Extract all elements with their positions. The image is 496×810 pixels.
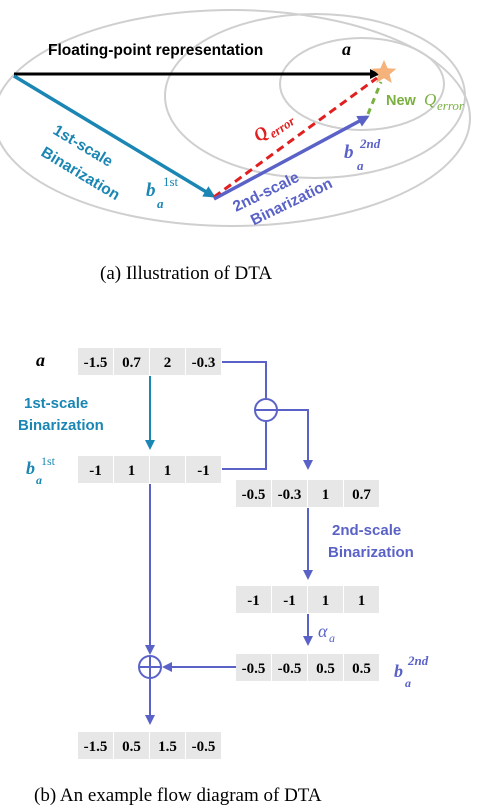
table-cell: -1.5 (84, 739, 108, 755)
row-output: -1.5 0.5 1.5 -0.5 (78, 732, 221, 759)
contour-ellipse-inner (279, 37, 445, 131)
table-cell: 0.5 (316, 661, 335, 677)
float-label: Floating-point representation (48, 42, 263, 59)
row-a-symbol: a (36, 350, 45, 370)
table-cell: 0.7 (122, 355, 141, 371)
b-second-math: b a 2nd (344, 136, 381, 173)
svg-text:error: error (266, 113, 298, 141)
new-q-error-math: New Q error (386, 90, 465, 113)
table-cell: -1 (283, 593, 296, 609)
svg-text:a: a (329, 631, 335, 645)
q-error-dashed-line (213, 76, 378, 199)
svg-text:Q: Q (250, 122, 272, 146)
first-scale-arrow (13, 74, 216, 198)
contour-ellipse-outer (0, 9, 471, 227)
table-cell: -1 (247, 593, 260, 609)
second-scale-arrow (213, 115, 370, 201)
table-cell: -1 (197, 463, 210, 479)
first-scale-label-line1: 1st-scale (24, 395, 88, 412)
row-a: -1.5 0.7 2 -0.3 (78, 348, 221, 375)
table-cell: 1.5 (158, 739, 177, 755)
b-second-math: b a 2nd (394, 653, 429, 690)
new-q-error-dashed-line (366, 81, 383, 115)
table-cell: -1 (89, 463, 102, 479)
svg-text:2nd: 2nd (407, 653, 429, 668)
svg-text:New: New (386, 93, 417, 109)
table-cell: 1 (164, 463, 172, 479)
table-cell: -0.5 (242, 487, 266, 503)
minus-to-residual-arrow (277, 409, 313, 470)
b-first-math: b a 1st (26, 454, 56, 487)
second-scale-label-line2: Binarization (328, 544, 414, 561)
b1-to-minus-line (222, 422, 267, 470)
svg-text:α: α (318, 621, 328, 641)
svg-text:2nd: 2nd (359, 136, 381, 151)
table-cell: 0.7 (352, 487, 371, 503)
caption-a: (a) Illustration of DTA (100, 263, 272, 284)
table-cell: 1 (358, 593, 366, 609)
table-cell: 1 (128, 463, 136, 479)
illustration-panel: Floating-point representation a 1st-scal… (0, 9, 471, 284)
svg-text:a: a (36, 473, 42, 487)
svg-text:b: b (26, 458, 35, 478)
table-cell: 1 (322, 593, 330, 609)
svg-text:b: b (394, 661, 403, 681)
row-b2: -0.5 -0.5 0.5 0.5 (236, 654, 379, 681)
svg-text:a: a (157, 196, 164, 211)
svg-text:a: a (405, 676, 411, 690)
second-scale-label-line1: 2nd-scale (332, 522, 401, 539)
table-cell: -0.5 (192, 739, 216, 755)
table-cell: 0.5 (352, 661, 371, 677)
svg-text:Q: Q (424, 90, 436, 109)
table-cell: -1.5 (84, 355, 108, 371)
table-cell: -0.3 (278, 487, 302, 503)
table-cell: -0.5 (278, 661, 302, 677)
alpha-math: α a (318, 621, 335, 645)
row-sign: -1 -1 1 1 (236, 586, 379, 613)
table-cell: -0.5 (242, 661, 266, 677)
target-star-icon (371, 60, 397, 83)
a-to-minus-line (222, 361, 267, 398)
table-cell: -0.3 (192, 355, 216, 371)
row-b1: -1 1 1 -1 (78, 456, 221, 483)
table-cell: 0.5 (122, 739, 141, 755)
svg-text:a: a (357, 158, 364, 173)
first-scale-label-line2: Binarization (18, 417, 104, 434)
svg-text:1st: 1st (163, 174, 179, 189)
caption-b: (b) An example flow diagram of DTA (34, 785, 322, 806)
table-cell: 2 (164, 355, 172, 371)
svg-text:b: b (146, 180, 156, 201)
row-residual: -0.5 -0.3 1 0.7 (236, 480, 379, 507)
b-first-math: b a 1st (146, 174, 179, 211)
svg-text:1st: 1st (41, 454, 56, 468)
flow-diagram-panel: a -1.5 0.7 2 -0.3 1st-scale Binarization… (18, 348, 429, 806)
table-cell: 1 (322, 487, 330, 503)
svg-text:b: b (344, 142, 354, 163)
contour-ellipse-middle (164, 13, 466, 179)
svg-text:error: error (437, 98, 465, 113)
a-symbol: a (342, 39, 351, 59)
